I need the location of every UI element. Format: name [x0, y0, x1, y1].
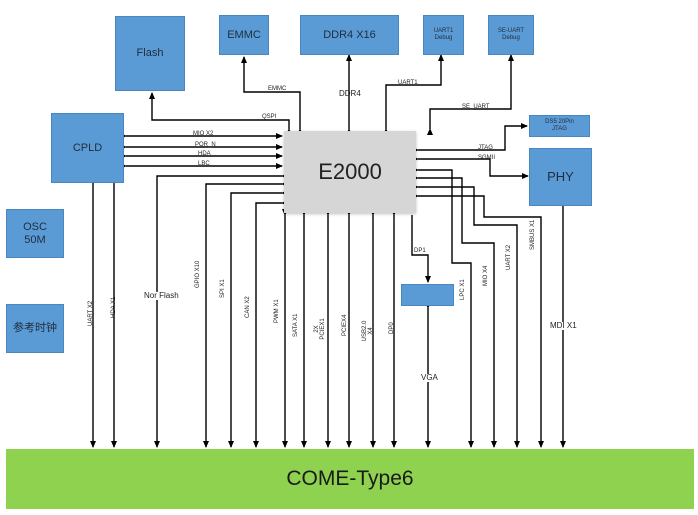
lpc-x1-label: LPC X1 [460, 279, 466, 300]
uart1-line [383, 54, 444, 135]
emmc-line [241, 56, 303, 135]
dp0-label: DP0 [389, 322, 395, 334]
uart1-debug-box: UART1 Debug [423, 15, 464, 55]
se-uart-line [427, 54, 514, 135]
jtag-line [412, 123, 528, 153]
come-type6-bus: COME-Type6 [6, 449, 694, 509]
smbus-line [412, 193, 544, 448]
mdi-x1-label: MDI X1 [550, 321, 577, 330]
e2000-chip: E2000 [284, 131, 416, 213]
uart1-debug-label: UART1 Debug [433, 28, 454, 41]
phy-label: PHY [547, 168, 574, 184]
lpc-line [412, 167, 474, 448]
spi-line [228, 190, 288, 448]
jtag-label: JTAG [478, 145, 493, 151]
pcie-x4-label: PCIEX4 [342, 314, 348, 336]
vga-label: VGA [421, 373, 438, 382]
ds5-jtag-box: DS5 20Pin JTAG [529, 115, 590, 137]
flash-label: Flash [136, 47, 164, 60]
flash-box: Flash [115, 16, 185, 91]
sgmii-label: SGMII [478, 155, 496, 161]
se-uart-debug-box: SE-UART Debug [488, 15, 534, 55]
uart-x2-right-label: UART X2 [506, 244, 512, 270]
phy-box: PHY [529, 148, 592, 206]
ddr4-signal-label: DDR4 [339, 89, 361, 98]
cpld-hda-x1-label: HDA X1 [111, 296, 117, 318]
cpld-box: CPLD [51, 113, 124, 183]
qspi-line [149, 92, 292, 135]
emmc-box: EMMC [219, 15, 269, 55]
cpld-label: CPLD [72, 141, 103, 154]
emmc-signal-label: EMMC [268, 86, 287, 92]
dp1-label: DP1 [414, 248, 426, 254]
usb-label: USB2.0 X4 [362, 320, 374, 342]
gpio-x10-label: GPIO X10 [195, 260, 201, 288]
uart1-signal-label: UART1 [398, 80, 418, 86]
sgmii-line [412, 156, 529, 179]
cpld-uart-x2-label: UART X2 [88, 300, 94, 326]
chip-label: E2000 [318, 159, 382, 184]
smbus-x1-label: SMBUS X1 [530, 219, 536, 250]
se-uart-debug-label: SE-UART Debug [497, 28, 525, 41]
mio-x4-line [412, 175, 497, 448]
sata-x1-label: SATA X1 [293, 313, 299, 337]
vga-box [401, 284, 454, 306]
bus-label: COME-Type6 [286, 467, 414, 490]
can-x2-label: CAN X2 [245, 296, 251, 318]
ref-clock-label: 参考时钟 [13, 322, 57, 335]
pwm-x1-label: PWM X1 [274, 299, 280, 323]
nor-flash-line [154, 173, 288, 448]
gpio-line [203, 181, 288, 448]
pcie-x1-label: 2X PCIEX1 [314, 318, 326, 340]
spi-x1-label: SPI X1 [220, 279, 226, 298]
mio-x4-label: MIO X4 [483, 265, 489, 286]
emmc-label: EMMC [227, 28, 261, 41]
ddr4-box: DDR4 X16 [300, 15, 399, 55]
lbc-label: LBC [198, 161, 210, 167]
ddr4-label: DDR4 X16 [323, 28, 376, 41]
qspi-label: QSPI [262, 114, 277, 120]
can-line [253, 200, 288, 448]
se-uart-signal-label: SE_UART [462, 104, 490, 110]
hda-label: HDA [198, 151, 211, 157]
osc-label: OSC 50M [23, 220, 47, 246]
nor-flash-label: Nor Flash [144, 291, 179, 300]
ref-clock-box: 参考时钟 [6, 304, 64, 353]
por-n-label: POR_N [195, 142, 216, 148]
ds5-jtag-label: DS5 20Pin JTAG [545, 119, 574, 132]
mio-x2-label: MIO X2 [193, 131, 214, 137]
osc-box: OSC 50M [6, 209, 64, 258]
uart-x2-right-line [412, 184, 520, 448]
